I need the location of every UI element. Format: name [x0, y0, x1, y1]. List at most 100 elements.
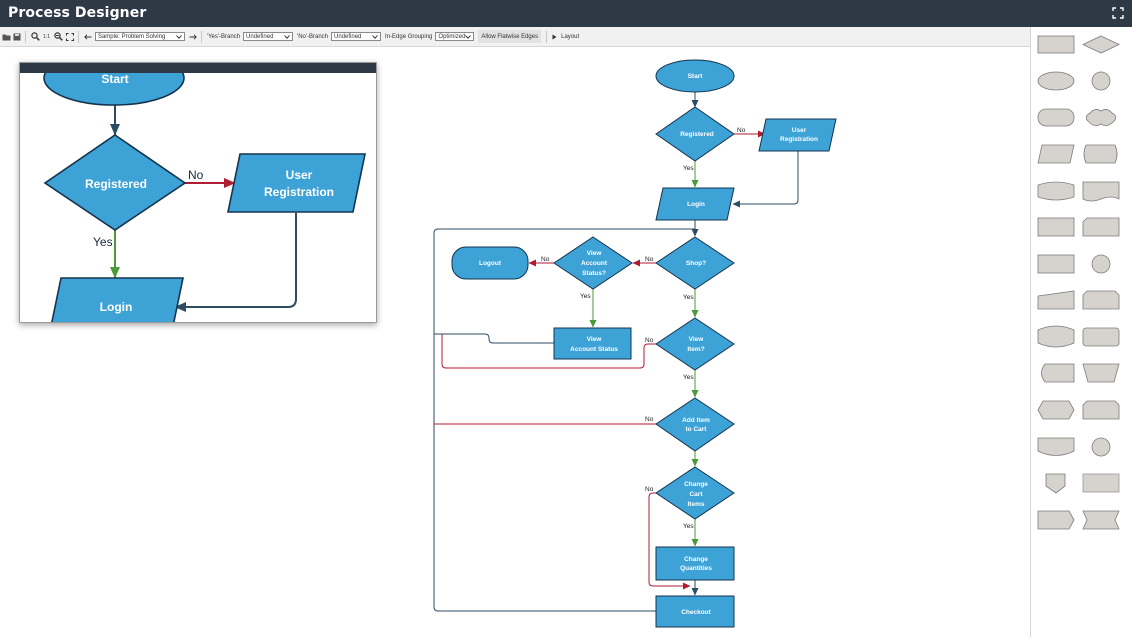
- palette-punched-tape[interactable]: [1037, 325, 1075, 348]
- zoom-out-icon[interactable]: [54, 29, 64, 44]
- palette-annotation[interactable]: [1082, 473, 1120, 493]
- sample-select-value: Sample: Problem Solving: [97, 33, 166, 40]
- in-edge-grouping-label: In-Edge Grouping: [385, 33, 433, 40]
- palette-cylinder-horizontal[interactable]: [1083, 144, 1118, 164]
- palette-diamond[interactable]: [1082, 35, 1120, 54]
- chevron-down-icon: [284, 34, 290, 39]
- node-change-quantities[interactable]: [655, 546, 735, 581]
- toolbar-separator: [25, 30, 26, 43]
- node-label: Quantities: [680, 565, 712, 572]
- node-shop[interactable]: [655, 236, 735, 290]
- node-change-cart-items[interactable]: [655, 466, 735, 520]
- overview-panel[interactable]: Start Registered User Registration Login…: [19, 62, 377, 323]
- palette-loop-limit[interactable]: [1082, 290, 1120, 310]
- overview-node-user-registration: [227, 153, 366, 213]
- fullscreen-icon[interactable]: [1112, 7, 1124, 19]
- yes-branch-select[interactable]: Undefined: [243, 32, 294, 41]
- open-folder-icon[interactable]: [1, 29, 11, 44]
- palette-internal-storage[interactable]: [1037, 254, 1075, 274]
- node-label: Login: [687, 201, 705, 208]
- chevron-down-icon: [465, 34, 472, 39]
- palette-chevron[interactable]: [1082, 510, 1120, 530]
- node-label: Registration: [780, 136, 818, 143]
- chevron-down-icon: [372, 34, 378, 39]
- overview-node-label: Login: [100, 300, 133, 314]
- node-start[interactable]: [655, 59, 735, 93]
- palette-document[interactable]: [1082, 181, 1120, 202]
- node-checkout[interactable]: [655, 595, 735, 628]
- flowchart[interactable]: No Yes No No Yes Yes No Yes No No Yes: [0, 47, 1030, 637]
- palette-off-page-reference[interactable]: [1045, 473, 1066, 494]
- node-view-account-status[interactable]: [553, 327, 632, 360]
- node-user-registration[interactable]: [758, 118, 837, 152]
- palette-step[interactable]: [1037, 510, 1075, 530]
- save-icon[interactable]: [12, 29, 22, 44]
- palette-ellipse[interactable]: [1037, 71, 1075, 91]
- palette-predefined-process[interactable]: [1037, 217, 1075, 237]
- overview-node-login: [51, 277, 184, 322]
- fit-content-icon[interactable]: [65, 29, 75, 44]
- palette-delay[interactable]: [1082, 400, 1120, 420]
- node-view-account-status-decision[interactable]: [553, 236, 633, 290]
- edge-label-yes: Yes: [683, 374, 694, 381]
- palette-connector[interactable]: [1091, 254, 1111, 274]
- arrow-left-icon[interactable]: [83, 29, 93, 44]
- zoom-in-icon[interactable]: [30, 29, 40, 44]
- no-branch-value: Undefined: [334, 33, 362, 40]
- edge-label-yes: Yes: [683, 523, 694, 530]
- node-label: Registered: [680, 131, 714, 138]
- edge-item-no[interactable]: [441, 334, 656, 369]
- node-logout[interactable]: [451, 246, 529, 280]
- node-label: User: [792, 127, 807, 134]
- overview-edge-label-yes: Yes: [93, 235, 113, 249]
- layout-button-label: Layout: [561, 33, 580, 40]
- edge-status-back[interactable]: [434, 333, 554, 344]
- palette-cloud[interactable]: [1085, 109, 1117, 126]
- palette-or[interactable]: [1091, 437, 1111, 457]
- node-label: View: [587, 336, 603, 343]
- in-edge-grouping-select[interactable]: Optimized: [435, 32, 475, 41]
- node-label: to Cart: [686, 426, 708, 433]
- palette-manual-operation[interactable]: [1082, 363, 1120, 383]
- no-branch-select[interactable]: Undefined: [331, 32, 382, 41]
- node-label: Items: [688, 501, 705, 508]
- overview-flowchart: Start Registered User Registration Login…: [43, 73, 366, 322]
- arrow-right-icon[interactable]: [188, 29, 198, 44]
- node-login[interactable]: [655, 187, 735, 221]
- palette-rounded-rectangle[interactable]: [1037, 108, 1075, 127]
- node-labels: Start Registered User Registration Login…: [479, 73, 818, 616]
- node-label: Shop?: [686, 260, 706, 267]
- node-label: View: [689, 336, 705, 343]
- node-label: Change: [684, 556, 708, 563]
- palette-manual-input[interactable]: [1037, 290, 1075, 310]
- palette-shapes: [1037, 35, 1120, 530]
- edge-change-no[interactable]: [648, 492, 691, 590]
- node-registered[interactable]: [655, 106, 735, 162]
- node-label: Logout: [479, 260, 502, 267]
- play-icon: [552, 34, 557, 39]
- palette-alternate-process[interactable]: [1082, 327, 1120, 347]
- palette-rectangle[interactable]: [1037, 35, 1075, 54]
- toolbar: 1:1 Sample: Problem Solving 'Yes'-Branch…: [0, 27, 1030, 47]
- in-edge-grouping-value: Optimized: [438, 33, 466, 40]
- edge-loop-main[interactable]: [433, 228, 695, 612]
- edge-registration-login[interactable]: [732, 151, 799, 208]
- node-label: Add Item: [682, 417, 710, 424]
- node-add-item[interactable]: [655, 397, 735, 452]
- overview-edge-registration-login: [174, 213, 297, 312]
- palette-cylinder[interactable]: [1037, 181, 1075, 201]
- edge-label-yes: Yes: [580, 293, 591, 300]
- palette-preparation[interactable]: [1037, 400, 1075, 420]
- layout-button[interactable]: Layout: [552, 29, 579, 44]
- overview-node-label: Registered: [85, 177, 147, 191]
- palette-card[interactable]: [1082, 217, 1120, 237]
- palette-circle[interactable]: [1091, 71, 1111, 91]
- palette-display[interactable]: [1041, 363, 1075, 383]
- edges: [433, 92, 799, 612]
- allow-flatwise-edges-button[interactable]: Allow Flatwise Edges: [478, 30, 542, 43]
- sample-select[interactable]: Sample: Problem Solving: [94, 32, 185, 41]
- node-view-item[interactable]: [655, 317, 735, 371]
- zoom-original-button[interactable]: 1:1: [43, 33, 50, 40]
- palette-off-page[interactable]: [1037, 437, 1075, 456]
- palette-parallelogram[interactable]: [1037, 144, 1075, 164]
